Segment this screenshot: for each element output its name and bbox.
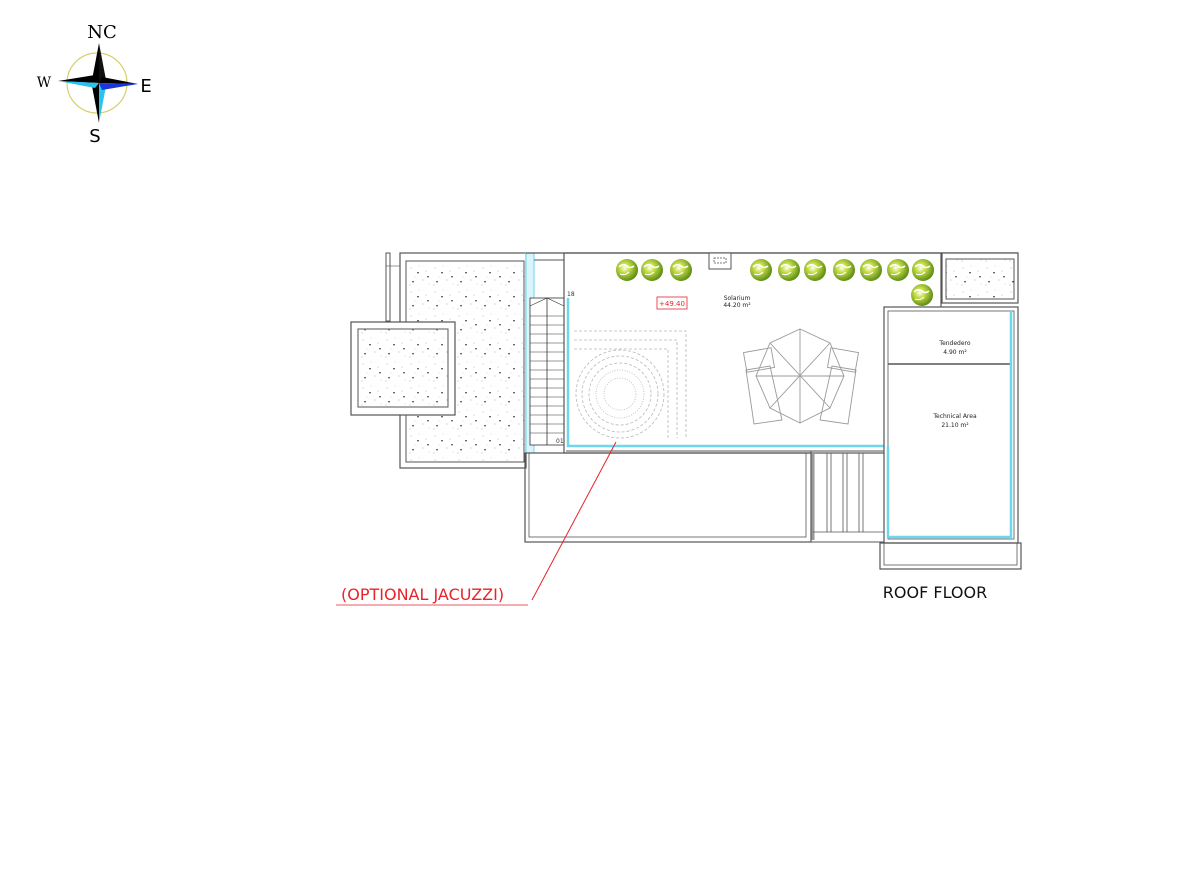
stair-bottom-step-label: 01: [556, 438, 564, 445]
room-label-tendedero: Tendedero: [938, 340, 970, 347]
compass-north-label: NC: [87, 22, 117, 43]
level-marker: +49.40: [656, 296, 688, 310]
room-area-solarium: 44.20 m²: [723, 302, 751, 309]
compass-east-label: E: [140, 76, 151, 97]
jacuzzi-callout: (OPTIONAL JACUZZI): [336, 441, 617, 606]
jacuzzi-callout-text: (OPTIONAL JACUZZI): [341, 585, 504, 604]
optional-jacuzzi: [574, 330, 687, 439]
stair-top-step-label: 18: [567, 291, 575, 298]
right-gravel-planter: [941, 252, 1019, 304]
planter-box: [350, 321, 456, 416]
lower-roof: [524, 450, 1022, 570]
compass-south-label: S: [89, 126, 100, 147]
plan-title: ROOF FLOOR: [883, 583, 987, 602]
level-marker-value: +49.40: [659, 300, 685, 308]
service-rooms: [883, 306, 1019, 544]
compass-rose: NC W E S: [37, 22, 152, 147]
room-label-technical-area: Technical Area: [932, 413, 977, 420]
room-area-tendedero: 4.90 m²: [943, 349, 967, 356]
sun-loungers-umbrella: [742, 328, 860, 425]
room-area-technical-area: 21.10 m²: [941, 422, 969, 429]
compass-west-label: W: [37, 75, 52, 91]
room-label-solarium: Solarium: [724, 295, 751, 302]
